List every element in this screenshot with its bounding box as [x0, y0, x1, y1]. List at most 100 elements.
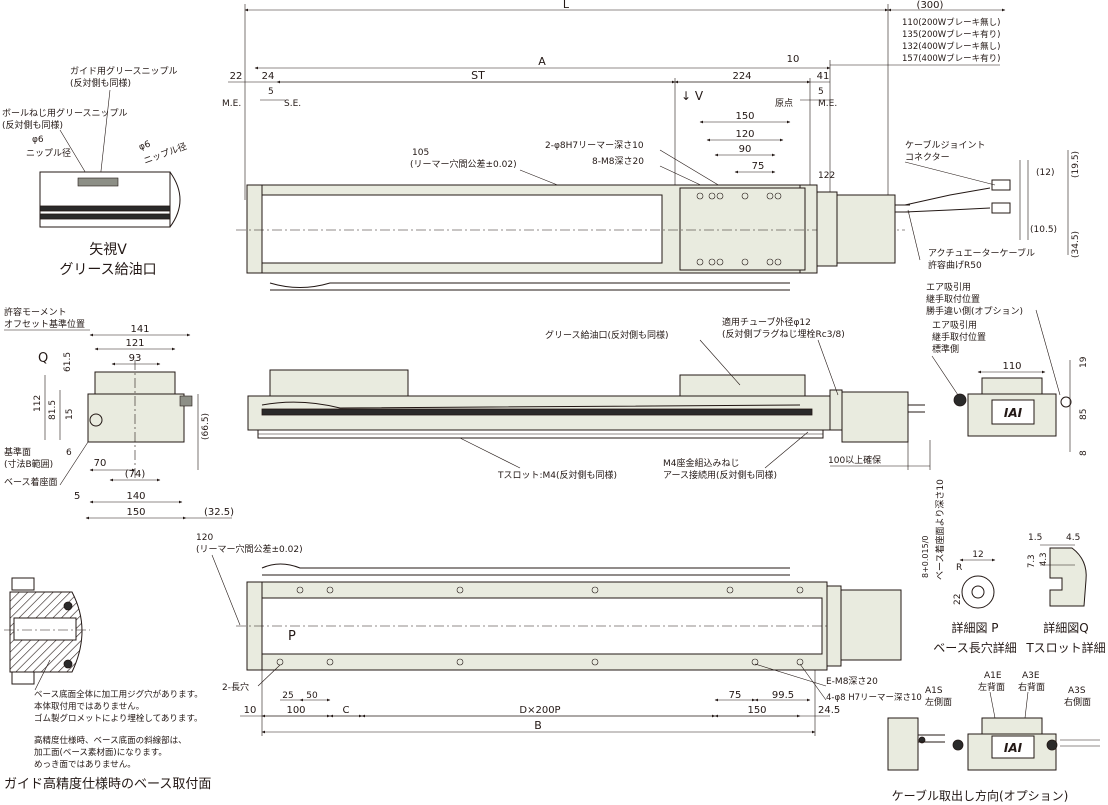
- side-slider: [679, 374, 806, 398]
- bottom-view: 120 (リーマー穴間公差±0.02) P 2-長穴 E-M8深さ20 4-φ8…: [196, 533, 922, 736]
- cable-a1e-1: A1E: [984, 671, 1002, 681]
- dim-93: 93: [129, 353, 142, 364]
- dim-70: 70: [94, 458, 107, 469]
- side-motor: [841, 391, 909, 443]
- label-ball-nipple-2: (反対側も同様): [2, 119, 63, 131]
- guide-note-5: 加工面(ベース素材面)になります。: [34, 747, 167, 758]
- dim-121: 121: [125, 338, 144, 349]
- detail-p-title-2: ベース長穴詳細: [933, 640, 1016, 655]
- label-reamer4: 4-φ8 H7リーマー深さ10: [826, 693, 922, 703]
- label-100: 100以上確保: [828, 454, 881, 466]
- dim-90: 90: [739, 144, 752, 155]
- label-long-hole: 2-長穴: [222, 681, 249, 693]
- dim-85: 85: [1079, 409, 1089, 420]
- dim-10: 10: [787, 54, 800, 65]
- dim-24: 24: [262, 71, 275, 82]
- dim-150-bottom: 150: [747, 705, 766, 716]
- cable-a3e-2: 右背面: [1018, 681, 1045, 693]
- guide-base-view: ベース底面全体に加工用ジグ穴があります。 本体取付用ではありません。 ゴム製グロ…: [4, 577, 211, 792]
- detail-p-depth: ベース着座面より深さ10: [934, 479, 946, 580]
- dim-DxP: D×200P: [519, 705, 560, 716]
- label-m4-1: M4座金組込みねじ: [663, 457, 740, 469]
- label-grease: グリース給油口(反対側も同様): [545, 329, 669, 341]
- dim-75-bottom: 75: [729, 690, 742, 701]
- guide-note-4: 高精度仕様時、ベース底面の斜線部は、: [34, 735, 187, 746]
- dim-105: 105: [412, 148, 429, 158]
- view-v-stripe-1: [39, 205, 171, 212]
- label-moment-1: 許容モーメント: [4, 306, 67, 318]
- dim-B: B: [534, 719, 542, 732]
- dim-A: A: [538, 55, 546, 68]
- label-cable-joint-1: ケーブルジョイント: [905, 139, 985, 151]
- label-cable-joint-2: コネクター: [905, 152, 950, 163]
- label-phi6-b: φ6: [138, 139, 153, 152]
- cable-a3s-1: A3S: [1068, 686, 1086, 696]
- side-dark-strip: [261, 408, 813, 416]
- label-tslot: Tスロット:M4(反対側も同様): [497, 469, 617, 481]
- detail-p-R: R: [956, 563, 962, 573]
- dim-61-5: 61.5: [63, 352, 73, 372]
- dim-50: 50: [306, 691, 318, 701]
- guide-note-2: 本体取付用ではありません。: [34, 701, 144, 712]
- detail-q-d4-3: 4.3: [1039, 552, 1049, 566]
- side-view: グリース給油口(反対側も同様) 適用チューブ外径φ12 (反対側プラグねじ埋栓R…: [247, 316, 931, 481]
- detail-q-d7-3: 7.3: [1027, 554, 1037, 568]
- top-slider-holes: [696, 192, 782, 266]
- dim-19-5: (19.5): [1071, 151, 1081, 178]
- detail-q: 1.5 4.5 7.3 4.3 3 詳細図Q Tスロット詳細: [1025, 533, 1105, 655]
- label-reamer-pitch: (リーマー穴間公差±0.02): [196, 543, 303, 555]
- dim-C: C: [343, 705, 350, 716]
- label-guide-nipple-2: (反対側も同様): [70, 77, 131, 89]
- cable-a3e-1: A3E: [1022, 671, 1040, 681]
- guide-note-6: めっき面ではありません。: [34, 760, 136, 770]
- callout-reamer-pitch-top: (リーマー穴間公差±0.02): [410, 158, 517, 170]
- motor-length-3: 132(400Wブレーキ無し): [902, 41, 1001, 52]
- side-cover-top: [269, 369, 409, 397]
- label-actuator-cable-1: アクチュエーターケーブル: [928, 247, 1035, 259]
- dim-112: 112: [33, 395, 43, 412]
- air-opt-1: エア吸引用: [926, 282, 971, 293]
- air-opt-3: 勝手違い側(オプション): [926, 305, 1023, 317]
- top-bottom-pipe: [269, 282, 790, 288]
- dim-75: 75: [752, 161, 765, 172]
- dim-100-bottom: 100: [286, 705, 305, 716]
- label-actuator-cable-2: 許容曲げR50: [928, 259, 982, 271]
- label-guide-nipple-1: ガイド用グリースニップル: [70, 65, 178, 77]
- dim-140: 140: [126, 491, 145, 502]
- air-std-1: エア吸引用: [932, 320, 977, 331]
- dim-99-5: 99.5: [772, 690, 794, 701]
- dim-24-5: 24.5: [818, 705, 840, 716]
- top-motor-flange: [816, 191, 838, 267]
- dim-25: 25: [282, 691, 293, 701]
- label-v-arrow: ↓ V: [681, 89, 704, 103]
- label-ref-1: 基準面: [4, 446, 31, 458]
- dim-224: 224: [732, 71, 751, 82]
- motor-length-2: 135(200Wブレーキ有り): [902, 29, 1001, 40]
- dim-5-right: 5: [818, 87, 824, 97]
- detail-p-d12: 12: [972, 550, 983, 560]
- dim-22: 22: [230, 71, 243, 82]
- dim-120-bottom: 120: [196, 533, 213, 543]
- view-v-title-2: グリース給油口: [59, 262, 156, 278]
- air-std-3: 標準側: [932, 343, 959, 355]
- right-end-logo-box: [991, 399, 1035, 425]
- air-opt-2: 継手取付位置: [926, 293, 980, 305]
- bottom-holes: [276, 586, 804, 666]
- label-nipple-dia-a: ニップル径: [26, 147, 71, 159]
- top-cable: [904, 187, 991, 206]
- dim-10-5: (10.5): [1030, 225, 1057, 235]
- dim-5: 5: [74, 491, 80, 502]
- dim-L: L: [563, 0, 570, 11]
- label-em8: E-M8深さ20: [826, 676, 878, 687]
- detail-q-d4-5: 4.5: [1066, 533, 1080, 543]
- label-ref-2: (寸法B範囲): [4, 458, 53, 470]
- dim-32-5: (32.5): [204, 507, 234, 518]
- detail-q-title-1: 詳細図Q: [1043, 620, 1088, 635]
- detail-p-hole: [961, 575, 995, 609]
- label-Q: Q: [38, 351, 48, 366]
- label-tube-2: (反対側プラグねじ埋栓Rc3/8): [722, 328, 845, 340]
- callout-reamer-top: 2-φ8H7リーマー深さ10: [545, 140, 644, 151]
- right-end-view: エア吸引用 継手取付位置 勝手違い側(オプション) エア吸引用 継手取付位置 標…: [926, 282, 1089, 456]
- view-v-nipple-block: [77, 177, 119, 187]
